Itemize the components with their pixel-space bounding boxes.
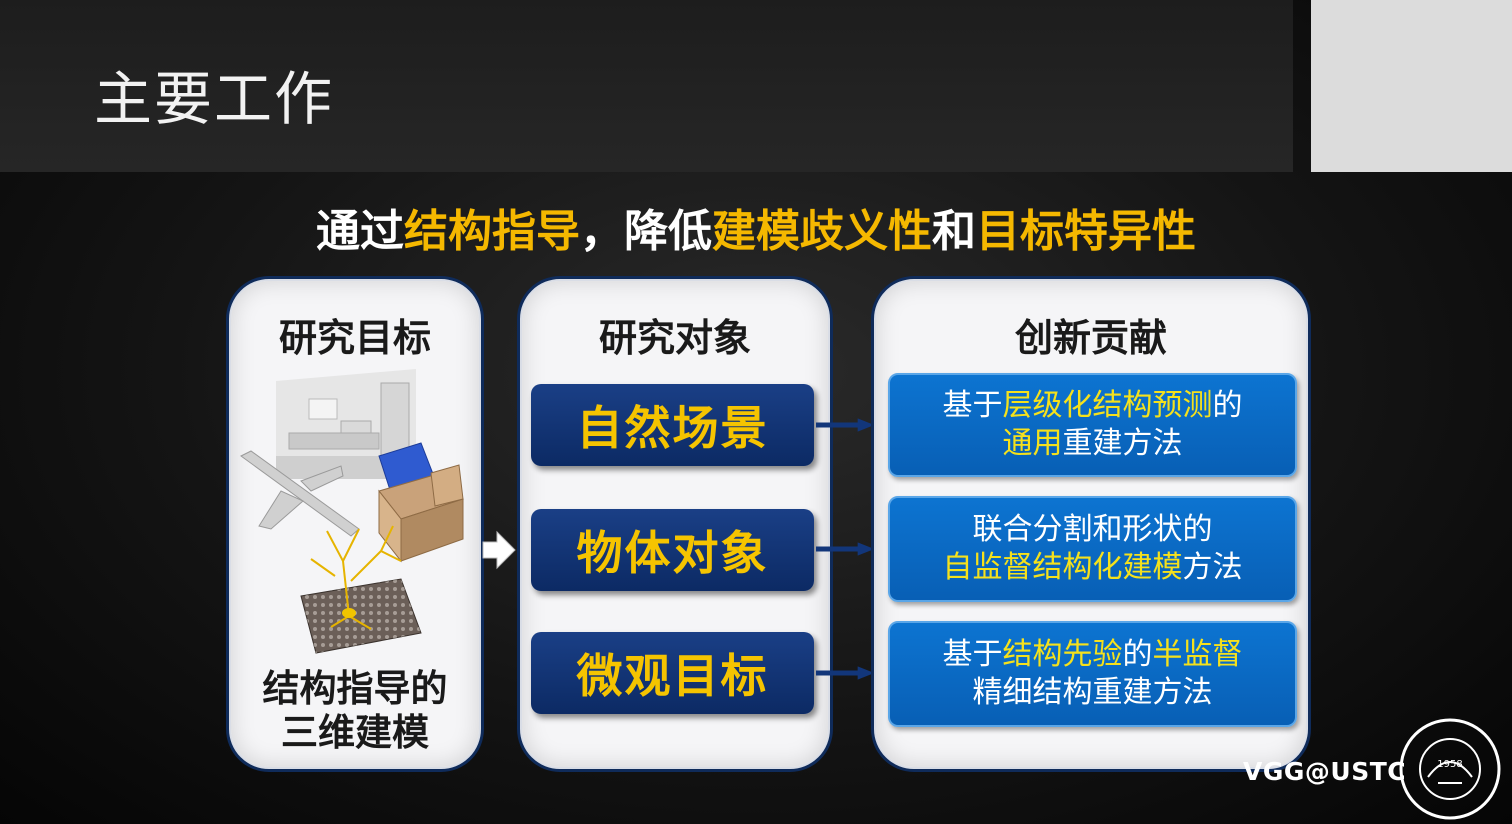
contrib-text: 联合分割和形状的 — [972, 512, 1213, 547]
seal-year: 1958 — [1437, 759, 1462, 770]
subtitle-part: ，降低 — [580, 206, 712, 257]
subtitle-part: 和 — [932, 206, 976, 257]
contrib-text: 重建方法 — [1062, 426, 1183, 461]
contrib-text: 基于 — [942, 388, 1003, 423]
contrib-text: 的 — [1212, 388, 1243, 423]
subtitle-highlight: 建模歧义性 — [712, 206, 932, 257]
contrib-line: 自监督结构化建模方法 — [890, 549, 1295, 587]
slide-subtitle: 通过结构指导，降低建模歧义性和目标特异性 — [0, 195, 1512, 259]
contrib-highlight: 结构先验 — [1002, 637, 1123, 672]
subtitle-highlight: 结构指导 — [404, 206, 580, 257]
contrib-text: 精细结构重建方法 — [972, 675, 1213, 710]
goal-panel: 研究目标 — [229, 279, 481, 769]
arrow-right-icon — [482, 530, 516, 570]
contrib-line: 基于结构先验的半监督 — [890, 636, 1295, 674]
contrib-text: 的 — [1122, 637, 1153, 672]
arrow-right-icon — [816, 666, 875, 680]
contrib-line: 通用重建方法 — [890, 425, 1295, 463]
contrib-item: 基于层级化结构预测的 通用重建方法 — [888, 373, 1297, 477]
contrib-text: 基于 — [942, 637, 1003, 672]
airplane-model-image — [240, 450, 360, 537]
contrib-text: 方法 — [1182, 550, 1243, 585]
goal-caption-line1: 结构指导的 — [262, 667, 448, 710]
chair-model-image — [378, 442, 464, 563]
contrib-highlight: 半监督 — [1152, 637, 1243, 672]
slide-title: 主要工作 — [94, 65, 335, 133]
contrib-highlight: 自监督结构化建模 — [942, 550, 1183, 585]
title-bar — [0, 0, 1293, 172]
lab-label: VGG@USTC — [1243, 757, 1407, 786]
contrib-item: 基于结构先验的半监督 精细结构重建方法 — [888, 621, 1297, 727]
subtitle-highlight: 目标特异性 — [976, 206, 1196, 257]
contrib-highlight: 通用 — [1002, 426, 1063, 461]
arrow-right-icon — [816, 418, 875, 432]
object-micro-target: 微观目标 — [531, 632, 814, 714]
contrib-line: 精细结构重建方法 — [890, 674, 1295, 712]
contrib-line: 基于层级化结构预测的 — [890, 387, 1295, 425]
object-natural-scene: 自然场景 — [531, 384, 814, 466]
corner-panel — [1311, 0, 1512, 172]
contrib-item: 联合分割和形状的 自监督结构化建模方法 — [888, 496, 1297, 602]
subtitle-part: 通过 — [316, 206, 404, 257]
goal-caption: 结构指导的 三维建模 — [231, 667, 479, 755]
object-panel-heading: 研究对象 — [598, 316, 751, 360]
contrib-highlight: 层级化结构预测 — [1002, 388, 1213, 423]
goal-illustration — [240, 369, 464, 654]
object-shape: 物体对象 — [531, 509, 814, 591]
contrib-line: 联合分割和形状的 — [890, 511, 1295, 549]
goal-caption-line2: 三维建模 — [281, 711, 429, 754]
arrow-right-icon — [816, 542, 875, 556]
ustc-seal-icon: 1958 — [1399, 718, 1501, 820]
contrib-panel-heading: 创新贡献 — [1014, 316, 1167, 360]
goal-panel-heading: 研究目标 — [278, 316, 431, 360]
neuron-model-image — [300, 525, 422, 654]
